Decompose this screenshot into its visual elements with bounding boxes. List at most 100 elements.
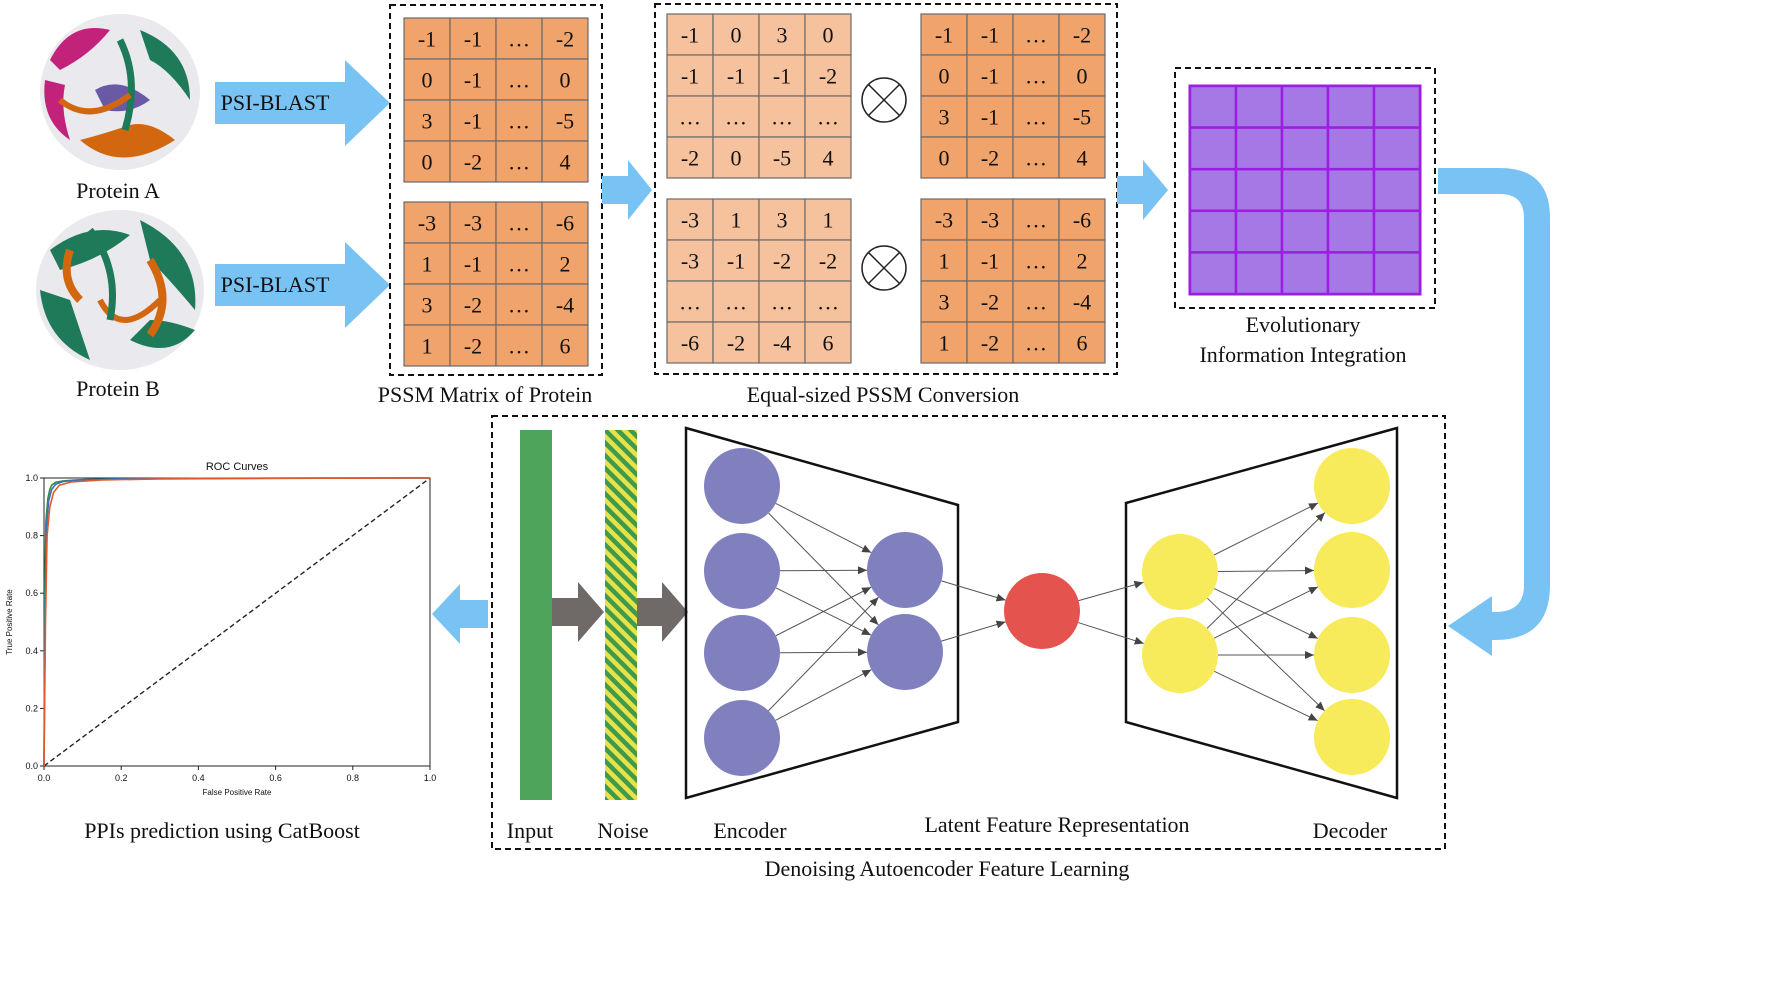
network-edge (941, 621, 1006, 642)
matrix-value: 1 (823, 208, 834, 233)
noise-label: Noise (597, 818, 648, 843)
network-edge-arrowhead (857, 566, 868, 575)
evolution-grid-cell (1326, 209, 1376, 254)
matrix-value: -3 (681, 249, 699, 274)
matrix-cell (1012, 136, 1060, 179)
evolution-grid-cell (1326, 84, 1376, 129)
protein-b-label: Protein B (76, 376, 160, 401)
psi-blast-arrow-a: PSI-BLAST (215, 60, 390, 146)
network-edge-arrowhead (1307, 630, 1318, 639)
network-edge (775, 586, 872, 637)
matrix-cell (1012, 198, 1060, 241)
matrix-value: … (771, 290, 793, 315)
matrix-value: -2 (556, 27, 574, 52)
decoder-node (1314, 617, 1390, 693)
matrix-value: … (679, 105, 701, 130)
evolution-grid-cell (1188, 167, 1238, 213)
matrix-cell (541, 242, 589, 285)
roc-lines (43, 477, 431, 767)
matrix-value: … (508, 109, 530, 134)
matrix-value: -5 (1073, 105, 1091, 130)
evolution-feature-grid (1188, 84, 1422, 296)
matrix-cell (449, 201, 497, 244)
matrix-cell (541, 99, 589, 142)
matrix-value: -6 (556, 211, 574, 236)
psi-blast-arrow-b: PSI-BLAST (215, 242, 390, 328)
evolution-grid-cell (1280, 209, 1330, 254)
matrix-value: -5 (773, 146, 791, 171)
matrix-value: -1 (727, 249, 745, 274)
pssm-matrix-a: -1-1…-20-1…03-1…-50-2…4 (403, 17, 589, 183)
evolution-grid-cell (1280, 84, 1330, 129)
matrix-cell (1012, 321, 1060, 364)
matrix-value: 3 (939, 105, 950, 130)
matrix-value: 6 (560, 334, 571, 359)
matrix-value: -2 (981, 146, 999, 171)
tensor-operator-icon-b (861, 245, 907, 291)
network-edge (768, 596, 879, 712)
matrix-cell (966, 54, 1014, 97)
matrix-cell (541, 17, 589, 60)
matrix-value: 2 (1077, 249, 1088, 274)
matrix-value: … (1025, 146, 1047, 171)
latent-label: Latent Feature Representation (924, 812, 1189, 837)
matrix-value: 0 (422, 150, 433, 175)
encoder-node (704, 448, 780, 524)
matrix-cell (403, 201, 451, 244)
matrix-value: … (508, 68, 530, 93)
matrix-value: 0 (939, 146, 950, 171)
input-bar (520, 430, 552, 800)
matrix-value: -3 (935, 208, 953, 233)
matrix-cell (1058, 321, 1106, 364)
matrix-value: 2 (560, 252, 571, 277)
matrix-value: -1 (981, 23, 999, 48)
matrix-cell (1058, 198, 1106, 241)
matrix-value: 0 (422, 68, 433, 93)
matrix-cell (403, 99, 451, 142)
network-edge-arrowhead (1133, 580, 1144, 589)
gray-arrow-input-to-noise (552, 582, 604, 642)
matrix-value: … (771, 105, 793, 130)
matrix-value: -1 (418, 27, 436, 52)
matrix-value: 3 (939, 290, 950, 315)
matrix-cell (449, 140, 497, 183)
matrix-value: 3 (777, 208, 788, 233)
roc-ytick-label: 0.8 (25, 531, 38, 541)
matrix-value: 0 (823, 23, 834, 48)
evolution-grid-cell (1188, 251, 1238, 296)
matrix-value: -5 (556, 109, 574, 134)
matrix-cell (495, 201, 543, 244)
pssm-matrix-b: -3-3…-61-1…23-2…-41-2…6 (403, 201, 589, 367)
network-edge-arrowhead (1315, 701, 1325, 711)
conversion-caption: Equal-sized PSSM Conversion (747, 382, 1020, 407)
matrix-value: -2 (819, 64, 837, 89)
network-edge (941, 580, 1006, 601)
arrow-autoencoder-to-prediction (432, 584, 488, 644)
matrix-value: 0 (731, 23, 742, 48)
matrix-cell (804, 321, 852, 364)
matrix-value: -1 (464, 109, 482, 134)
conversion-panel (654, 3, 1118, 375)
matrix-cell (758, 136, 806, 179)
matrix-value: 1 (939, 331, 950, 356)
matrix-value: -1 (464, 27, 482, 52)
matrix-cell (758, 239, 806, 282)
evolution-grid-cell (1372, 84, 1422, 129)
matrix-value: -3 (981, 208, 999, 233)
roc-xtick-label: 1.0 (424, 773, 437, 783)
evolution-grid-cell (1234, 209, 1284, 254)
matrix-value: 0 (560, 68, 571, 93)
network-edge (775, 502, 872, 554)
network-edge (779, 651, 868, 654)
encoder-trapezoid (684, 426, 960, 800)
decoder-trapezoid (1124, 426, 1399, 800)
roc-ylabel: True Positive Rate (5, 589, 14, 655)
evolution-grid-cell (1280, 251, 1330, 296)
evolution-grid-cell (1234, 251, 1284, 296)
decoder-node (1314, 699, 1390, 775)
network-edge (1213, 502, 1319, 556)
matrix-value: -2 (464, 150, 482, 175)
matrix-value: … (1025, 290, 1047, 315)
